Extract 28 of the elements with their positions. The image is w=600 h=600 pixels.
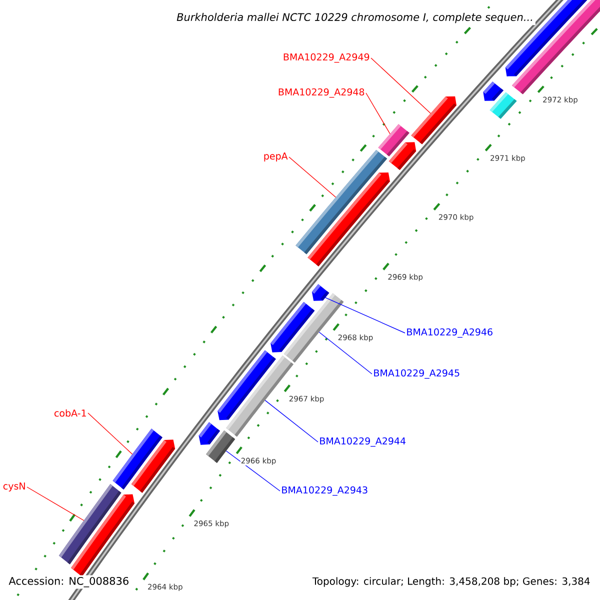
gene-segment: [296, 150, 388, 254]
leader-line: [88, 412, 133, 455]
gene-label: cobA-1: [54, 409, 86, 417]
gene-label: cysN: [3, 482, 25, 492]
gene-segment: [411, 96, 457, 144]
leader-line: [264, 400, 318, 442]
gene-label: BMA10229_A2948: [278, 88, 364, 98]
gene-segment: [312, 284, 330, 301]
leader-line: [226, 450, 280, 492]
leader-line: [288, 156, 336, 198]
gene-segment: [58, 484, 122, 564]
leader-line: [324, 297, 406, 334]
gene-label: BMA10229_A2944: [320, 437, 406, 447]
gene-label: BMA10229_A2949: [284, 53, 370, 63]
footer-text: Accession: NC_008836: [7, 575, 131, 589]
title: Burkholderia mallei NCTC 10229 chromosome I, complete sequen...: [174, 10, 536, 26]
leader-line: [318, 332, 372, 374]
leader-line: [366, 92, 390, 134]
leader-line: [26, 486, 84, 521]
gene-label: BMA10229_A2946: [407, 328, 492, 338]
gene-label: pepA: [264, 152, 288, 162]
gene-label: BMA10229_A2943: [282, 486, 368, 496]
gene-segment: [112, 428, 162, 490]
gene-label: BMA10229_A2945: [374, 369, 460, 379]
gene-segment: [206, 430, 236, 463]
gene-segment: [378, 124, 410, 156]
leader-line: [370, 58, 431, 114]
footer-text: Topology: circular; Length: 3,458,208 bp; Genes: 3,384: [310, 576, 592, 588]
